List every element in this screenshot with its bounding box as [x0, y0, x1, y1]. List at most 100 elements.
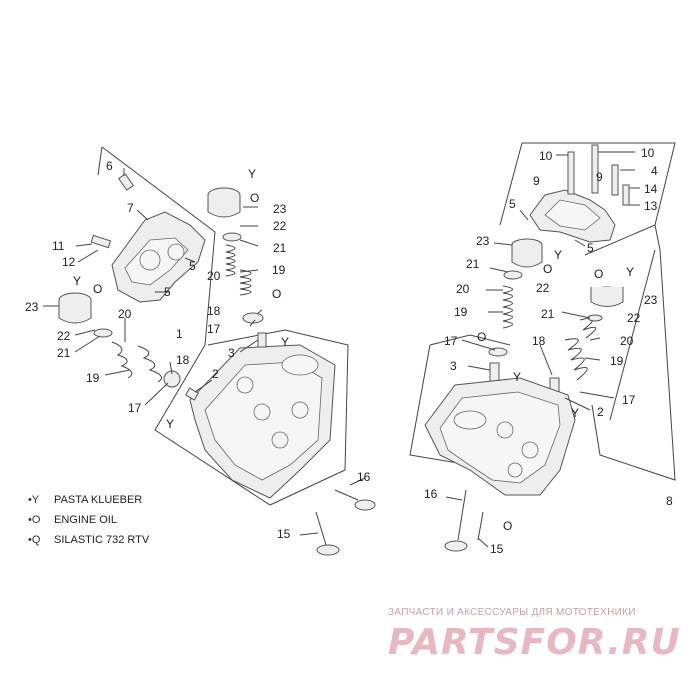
- callout-21: 21: [466, 257, 480, 271]
- callout-17: 17: [622, 393, 636, 407]
- callout-18: 18: [207, 304, 221, 318]
- drop-q-icon: •Q: [28, 534, 41, 546]
- callout-y: Y: [571, 406, 579, 420]
- callout-20: 20: [620, 334, 634, 348]
- drop-y-icon: •Y: [28, 494, 40, 506]
- left-assembly-outline: [101, 146, 349, 506]
- legend-label: PASTA KLUEBER: [54, 494, 143, 506]
- callout-5: 5: [164, 285, 171, 299]
- right-callouts: 10 10 9 9 4 14 13 5 5 23 21 22 20 19 17 …: [424, 146, 673, 556]
- callout-y: Y: [554, 248, 562, 262]
- callout-8: 8: [666, 494, 673, 508]
- callout-12: 12: [62, 255, 76, 269]
- callout-o: O: [543, 262, 552, 276]
- drop-o-icon: •O: [28, 514, 41, 526]
- callout-4: 4: [651, 164, 658, 178]
- callout-22: 22: [536, 281, 550, 295]
- callout-6: 6: [106, 159, 113, 173]
- callout-3: 3: [450, 359, 457, 373]
- callout-2: 2: [597, 405, 604, 419]
- callout-22: 22: [273, 219, 287, 233]
- legend-label: SILASTIC 732 RTV: [54, 534, 150, 546]
- callout-o: O: [477, 330, 486, 344]
- valve-right-15: [477, 511, 484, 541]
- lubricant-legend: •Y PASTA KLUEBER •O ENGINE OIL •Q SILAST…: [28, 490, 228, 550]
- callout-18: 18: [176, 353, 190, 367]
- valve-spring-right-lower: [564, 317, 597, 381]
- callout-20: 20: [118, 307, 132, 321]
- callout-o: O: [503, 519, 512, 533]
- watermark-logo: PARTSFOR.RU: [388, 622, 681, 663]
- callout-17: 17: [128, 401, 142, 415]
- left-callouts: 6 7 5 5 11 12 23 22 21 20 19 18 17 1 2 3…: [25, 159, 371, 541]
- callout-16: 16: [424, 487, 438, 501]
- callout-14: 14: [644, 182, 658, 196]
- callout-23: 23: [476, 234, 490, 248]
- callout-19: 19: [272, 263, 286, 277]
- callout-21: 21: [273, 241, 287, 255]
- callout-7: 7: [127, 201, 134, 215]
- callout-11: 11: [52, 239, 65, 253]
- callout-y: Y: [281, 335, 289, 349]
- callout-10: 10: [539, 149, 553, 163]
- callout-3: 3: [228, 346, 235, 360]
- callout-15: 15: [490, 542, 504, 556]
- callout-23: 23: [273, 202, 287, 216]
- callout-o: O: [594, 267, 603, 281]
- bolt-4: [611, 164, 619, 196]
- site-watermark: ЗАПЧАСТИ И АКСЕССУАРЫ ДЛЯ МОТОТЕХНИКИ PA…: [388, 607, 688, 663]
- callout-18: 18: [532, 334, 546, 348]
- legend-item-silastic: •Q SILASTIC 732 RTV: [28, 530, 228, 550]
- bolt-10a: [567, 151, 575, 195]
- callout-5: 5: [587, 241, 594, 255]
- right-assembly-outline: [409, 142, 676, 481]
- callout-2: 2: [212, 367, 219, 381]
- bolt-11: [90, 234, 112, 249]
- callout-5: 5: [189, 259, 196, 273]
- bolt-6: [118, 173, 134, 191]
- callout-22: 22: [57, 329, 71, 343]
- legend-item-pasta-klueber: •Y PASTA KLUEBER: [28, 490, 228, 510]
- bolt-10b: [591, 144, 599, 194]
- callout-10: 10: [641, 146, 655, 160]
- callout-o: O: [250, 191, 259, 205]
- callout-y: Y: [248, 167, 256, 181]
- watermark-tagline: ЗАПЧАСТИ И АКСЕССУАРЫ ДЛЯ МОТОТЕХНИКИ: [388, 607, 636, 618]
- callout-21: 21: [57, 346, 71, 360]
- callout-22: 22: [627, 311, 641, 325]
- callout-y: Y: [166, 417, 174, 431]
- valve-spring-left-upper: [225, 244, 252, 296]
- valve-right-16: [457, 489, 467, 541]
- callout-17: 17: [207, 322, 221, 336]
- callout-o: O: [272, 287, 281, 301]
- callout-23: 23: [644, 293, 658, 307]
- callout-9: 9: [596, 170, 603, 184]
- bolt-14: [622, 184, 630, 206]
- valve-left-15: [315, 511, 327, 546]
- callout-21: 21: [541, 307, 555, 321]
- callout-19: 19: [610, 354, 624, 368]
- callout-20: 20: [207, 269, 221, 283]
- callout-19: 19: [454, 305, 468, 319]
- callout-16: 16: [357, 470, 371, 484]
- legend-item-engine-oil: •O ENGINE OIL: [28, 510, 228, 530]
- callout-15: 15: [277, 527, 291, 541]
- callout-y: Y: [626, 265, 634, 279]
- callout-20: 20: [456, 282, 470, 296]
- callout-13: 13: [644, 199, 658, 213]
- callout-y: Y: [73, 274, 81, 288]
- legend-label: ENGINE OIL: [54, 514, 117, 526]
- valve-left-16: [334, 489, 359, 501]
- callout-23: 23: [25, 300, 39, 314]
- callout-9: 9: [533, 174, 540, 188]
- callout-5: 5: [509, 197, 516, 211]
- right-head-assembly: [409, 142, 676, 552]
- callout-o: O: [93, 282, 102, 296]
- callout-19: 19: [86, 371, 100, 385]
- callout-y: Y: [513, 370, 521, 384]
- callout-1: 1: [176, 327, 183, 341]
- valve-spring-right-upper: [502, 285, 513, 329]
- left-head-assembly: [43, 146, 376, 556]
- callout-17: 17: [444, 334, 458, 348]
